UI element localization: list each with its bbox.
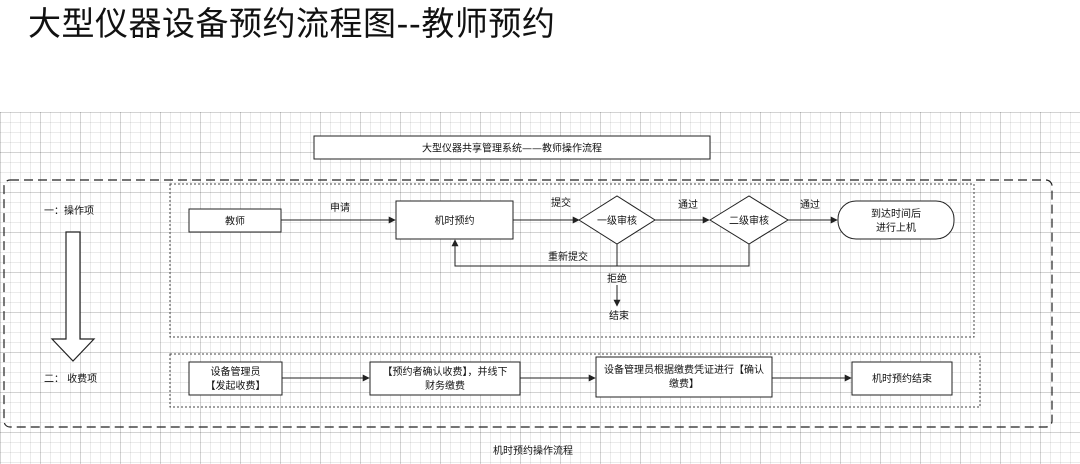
arrive-text-line2: 进行上机: [876, 221, 916, 234]
booking-box: [395, 200, 514, 240]
page-title: 大型仪器设备预约流程图--教师预约: [28, 4, 556, 43]
confirm-fee-line2: 财务缴费: [425, 379, 465, 392]
second-review-text: 二级审核: [729, 214, 769, 227]
voucher-confirm-box: [595, 356, 773, 398]
reject-label: 拒绝: [607, 272, 627, 285]
lane-flow-arrow: [50, 231, 96, 362]
voucher-confirm-line2: 缴费】: [669, 377, 699, 390]
resubmit-label: 重新提交: [548, 250, 588, 263]
first-review-text: 一级审核: [597, 214, 637, 227]
voucher-confirm-line1: 设备管理员根据缴费凭证进行【确认: [604, 363, 764, 376]
flowchart: 大型仪器共享管理系统——教师操作流程 一：操作项 二： 收费项 教师 申请 机时…: [3, 135, 1053, 457]
admin-box: [188, 361, 283, 396]
operation-lane-panel: [169, 183, 975, 338]
system-banner-box: [313, 135, 711, 160]
apply-label: 申请: [330, 201, 350, 214]
confirm-fee-box: [369, 361, 521, 396]
submit-label: 提交: [551, 196, 571, 209]
booking-end-text: 机时预约结束: [872, 372, 932, 385]
arrive-text-line1: 到达时间后: [871, 207, 921, 220]
end-label: 结束: [609, 309, 629, 322]
pass-label-2: 通过: [800, 198, 820, 211]
footer-caption: 机时预约操作流程: [493, 444, 573, 457]
arrive-terminal: [837, 200, 955, 240]
system-banner-text: 大型仪器共享管理系统——教师操作流程: [422, 142, 602, 155]
teacher-text: 教师: [225, 215, 245, 228]
booking-text: 机时预约: [435, 214, 475, 227]
fee-lane-panel: [169, 353, 981, 408]
admin-text-line1: 设备管理员: [211, 365, 261, 378]
resubmit-loop: [451, 239, 750, 267]
admin-text-line2: 【发起收费】: [206, 379, 266, 392]
booking-end-box: [851, 361, 953, 396]
pass-label-1: 通过: [678, 198, 698, 211]
outer-container: [3, 179, 1053, 428]
lane-label-fee: 二： 收费项: [44, 372, 97, 385]
diagram-canvas: 大型仪器共享管理系统——教师操作流程 一：操作项 二： 收费项 教师 申请 机时…: [0, 112, 1080, 464]
confirm-fee-line1: 【预约者确认收费】，并线下: [383, 365, 508, 378]
lane-label-operation: 一：操作项: [44, 204, 94, 217]
